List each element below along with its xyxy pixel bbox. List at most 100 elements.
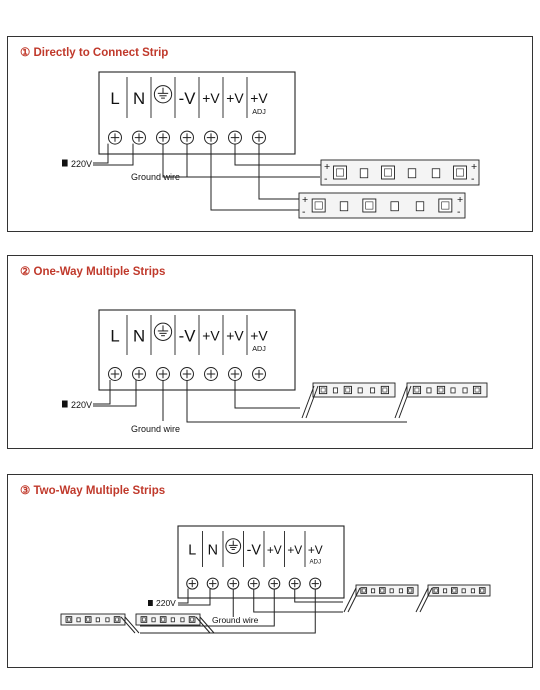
wire — [162, 143, 320, 178]
terminal-label: L — [188, 543, 196, 559]
resistor — [370, 588, 376, 594]
led-chip-inner — [433, 588, 438, 593]
panel-title: ① Directly to Connect Strip — [20, 47, 169, 59]
polarity-plus-label: + — [302, 194, 308, 206]
resistor — [359, 168, 369, 179]
wire — [178, 588, 189, 604]
terminal-screw-icon — [204, 130, 218, 145]
connector-wire — [343, 587, 357, 613]
terminal-label: +V — [202, 328, 220, 344]
led-chip — [380, 385, 389, 395]
led-chip — [113, 616, 121, 623]
wire — [93, 143, 109, 164]
connector-wire — [419, 587, 433, 613]
resistor — [470, 588, 476, 594]
terminal-screw-icon — [180, 367, 194, 381]
resistor — [462, 387, 468, 394]
terminal-screw-icon — [268, 577, 281, 590]
terminal-label: -V — [179, 89, 197, 108]
led-chip — [343, 385, 352, 395]
led-chip — [65, 616, 73, 623]
led-chip-inner — [441, 201, 450, 210]
polarity-minus-label: - — [471, 173, 475, 185]
led-chip-inner — [86, 617, 91, 622]
resistor — [370, 387, 376, 394]
terminal-screw-icon — [156, 367, 170, 381]
adj-label: ADJ — [252, 344, 266, 353]
ground-wire-label: Ground wire — [212, 615, 259, 625]
led-chip-inner — [380, 588, 385, 593]
led-chip-inner — [382, 387, 388, 393]
resistor — [339, 201, 349, 212]
led-chip — [333, 165, 347, 180]
wire — [93, 143, 134, 166]
led-chip-inner — [141, 617, 146, 622]
resistor — [357, 387, 363, 394]
resistor — [461, 588, 466, 594]
led-strip — [427, 584, 491, 597]
led-chip — [451, 587, 458, 594]
voltage-label: 220V — [71, 159, 92, 169]
terminal-label: N — [133, 89, 145, 108]
led-chip — [453, 165, 467, 180]
led-chip — [412, 385, 422, 395]
resistor — [180, 617, 185, 623]
resistor — [76, 617, 81, 623]
terminal-screw-icon — [206, 577, 219, 590]
terminal-screw-icon — [186, 577, 199, 590]
led-chip — [188, 616, 196, 623]
led-chip-inner — [314, 201, 323, 210]
terminal-screw-icon — [156, 130, 170, 145]
polarity-plus-label: + — [324, 161, 330, 173]
connector-wire — [301, 385, 315, 419]
led-chip-inner — [336, 168, 344, 177]
terminal-screw-icon — [204, 367, 218, 381]
panel-one-way: ② One-Way Multiple Strips — [7, 255, 533, 449]
led-chip — [432, 587, 440, 594]
resistor — [151, 617, 156, 623]
connector-wire — [124, 616, 140, 634]
wire — [93, 380, 137, 407]
polarity-plus-label: + — [471, 161, 477, 173]
adj-label: ADJ — [309, 558, 321, 565]
led-strip — [60, 613, 126, 626]
resistor — [95, 617, 100, 623]
led-chip-inner — [456, 168, 464, 177]
connector-wire — [305, 385, 319, 419]
resistor — [105, 617, 110, 623]
wire — [234, 143, 323, 166]
terminal-label: -V — [247, 543, 262, 559]
led-chip — [360, 587, 368, 594]
wire — [258, 143, 302, 200]
terminal-label: +V — [202, 90, 220, 106]
led-strip: +-+- — [298, 192, 466, 219]
led-strip — [312, 382, 396, 398]
led-chip — [438, 198, 453, 213]
wire — [93, 380, 111, 405]
led-chip-inner — [480, 588, 485, 593]
terminal-screw-icon — [132, 130, 146, 145]
resistor — [442, 588, 448, 594]
resistor — [332, 387, 338, 394]
resistor — [389, 588, 394, 594]
led-strip — [135, 613, 201, 626]
terminal-label: +V — [267, 543, 282, 557]
terminal-label: N — [133, 326, 145, 345]
terminal-label: +V — [250, 328, 268, 344]
power-plug-icon — [62, 400, 68, 408]
terminal-screw-icon — [227, 577, 240, 590]
connector-wire — [199, 616, 215, 634]
power-plug-icon — [62, 159, 68, 167]
terminal-label: L — [110, 89, 119, 108]
terminal-screw-icon — [108, 367, 122, 381]
led-chip — [140, 616, 148, 623]
led-chip-inner — [384, 168, 392, 177]
led-chip — [436, 385, 446, 395]
terminal-label: L — [110, 326, 119, 345]
